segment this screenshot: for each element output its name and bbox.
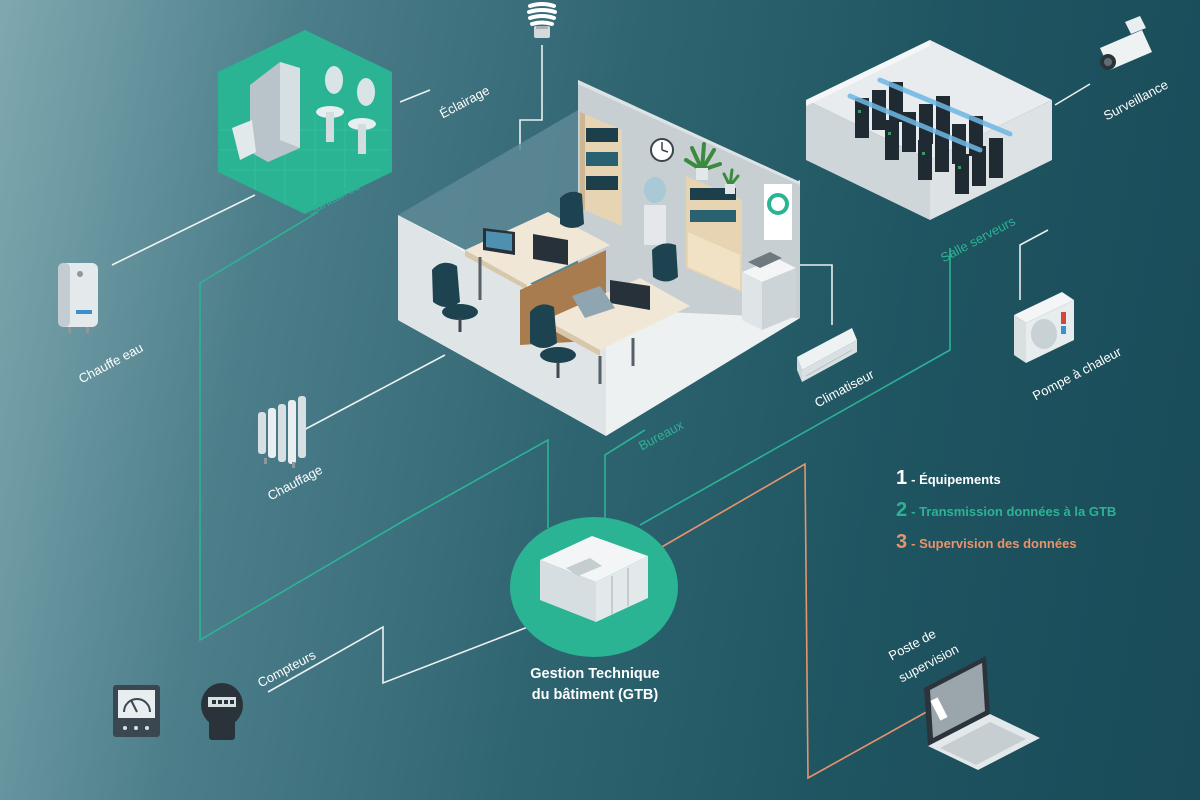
water-cooler (644, 205, 666, 245)
plant-icon (684, 142, 722, 172)
link-water-heater (111, 194, 256, 266)
office-chairs (432, 191, 678, 378)
transmission-bureaux (604, 429, 646, 525)
legend-text: - Transmission données à la GTB (911, 504, 1117, 519)
transmission-links (199, 211, 951, 642)
air-conditioner-icon[interactable] (797, 328, 857, 382)
gtb-title: Gestion Technique du bâtiment (GTB) (505, 664, 685, 706)
gtb-title-line2: du bâtiment (GTB) (531, 687, 659, 703)
legend-text: - Supervision des données (911, 536, 1077, 551)
server-room[interactable] (806, 40, 1052, 220)
link-surveillance (1054, 83, 1091, 106)
link-heat-pump (1019, 229, 1049, 300)
transmission-sanitaires (199, 211, 549, 642)
digital-meter-icon[interactable] (201, 683, 243, 740)
legend-number: 3 (896, 531, 908, 553)
legend-number: 2 (896, 499, 908, 521)
radiator-icon[interactable] (258, 396, 306, 468)
bookshelf (580, 112, 742, 292)
server-racks (855, 82, 1003, 194)
office-room[interactable] (398, 80, 800, 436)
analog-meter-icon[interactable] (113, 685, 160, 737)
transmission-serveurs (639, 248, 951, 526)
link-sanitaires (399, 89, 431, 103)
legend-text: - Équipements (911, 472, 1001, 487)
water-heater-icon[interactable] (58, 263, 98, 333)
laptop-icon[interactable] (924, 656, 1040, 770)
equipment-links (111, 45, 1091, 693)
heat-pump-icon[interactable] (1014, 292, 1074, 363)
computer-monitors (483, 228, 650, 318)
gtb-title-line1: Gestion Technique (530, 666, 660, 682)
link-heating (299, 354, 446, 433)
lightbulb-icon[interactable] (527, 2, 557, 38)
gtb-controller[interactable] (510, 517, 678, 787)
link-lighting (519, 45, 543, 150)
sanitaires-hexagon[interactable] (218, 30, 392, 214)
legend-item-transmission: 2 - Transmission données à la GTB (896, 499, 1116, 531)
legend-number: 1 (896, 467, 908, 489)
camera-icon[interactable] (1100, 16, 1152, 70)
legend-item-supervision: 3 - Supervision des données (896, 531, 1116, 563)
link-air-conditioner (800, 264, 833, 325)
printer-icon (742, 252, 796, 330)
supervision-link (659, 462, 931, 780)
supervision-links (659, 462, 931, 780)
legend-item-equipements: 1 - Équipements (896, 467, 1116, 499)
link-meters (267, 624, 534, 693)
legend: 1 - Équipements 2 - Transmission données… (896, 467, 1116, 563)
